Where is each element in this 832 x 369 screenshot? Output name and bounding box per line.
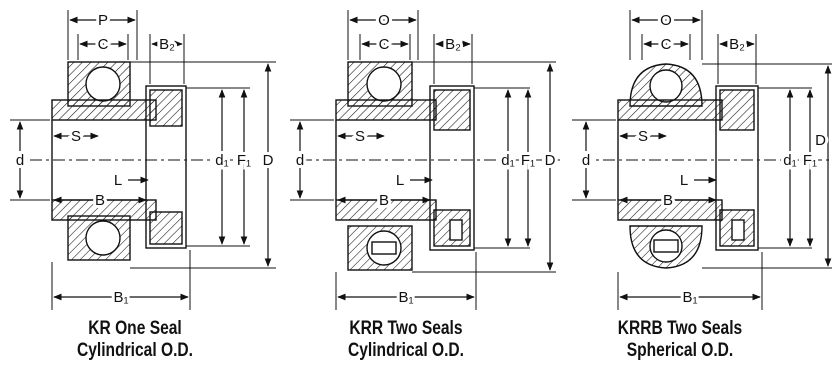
caption-krrb-line1: KRRB Two Seals — [617, 318, 743, 339]
drawing-kr — [10, 10, 276, 310]
krrb-dim-f1: F₁ — [803, 152, 817, 169]
kr-dim-l: L — [114, 172, 122, 189]
caption-krr-line2: Cylindrical O.D. — [347, 340, 465, 361]
drawing-krrb — [572, 10, 832, 310]
kr-dim-p: P — [98, 12, 108, 29]
krrb-dim-c: C — [661, 36, 672, 53]
caption-kr-line1: KR One Seal — [88, 318, 182, 339]
kr-dim-b2: B₂ — [159, 36, 175, 53]
kr-dim-f1: F₁ — [237, 152, 251, 169]
caption-krr: KRR Two Seals Cylindrical O.D. — [308, 318, 505, 362]
krrb-dim-b: B — [663, 192, 673, 209]
drawing-krr — [290, 10, 560, 310]
krr-dim-l: L — [396, 172, 404, 189]
kr-dim-b1: B₁ — [113, 289, 128, 306]
drawing-krrb-labels: O C B₂ S d L B d₁ F₁ D B₁ — [579, 9, 829, 309]
krr-dim-big-d: D — [545, 152, 556, 169]
caption-krrb-line2: Spherical O.D. — [626, 340, 734, 361]
caption-kr: KR One Seal Cylindrical O.D. — [37, 318, 234, 362]
krr-dim-b2: B₂ — [445, 36, 461, 53]
krrb-dim-o: O — [660, 12, 672, 29]
krrb-dim-d: d — [582, 152, 590, 169]
krr-dim-o: O — [378, 12, 390, 29]
kr-dim-c: C — [98, 36, 109, 53]
caption-kr-line2: Cylindrical O.D. — [76, 340, 194, 361]
kr-dim-d1: d₁ — [215, 152, 228, 169]
krr-dim-s: S — [355, 128, 365, 145]
drawing-kr-labels: P C B₂ S d L B d₁ F₁ D B₁ — [13, 9, 277, 309]
krrb-dim-big-d: D — [815, 132, 826, 149]
krr-dim-f1: F₁ — [521, 152, 535, 169]
kr-dim-d: d — [16, 152, 24, 169]
krr-dim-b1: B₁ — [398, 289, 413, 306]
krr-dim-d: d — [296, 152, 304, 169]
krrb-dim-d1: d₁ — [783, 152, 796, 169]
krrb-dim-l: L — [680, 172, 688, 189]
caption-krr-line1: KRR Two Seals — [349, 318, 463, 339]
krr-dim-d1: d₁ — [501, 152, 514, 169]
krr-dim-b: B — [379, 192, 389, 209]
krrb-dim-s: S — [638, 128, 648, 145]
krrb-dim-b2: B₂ — [729, 36, 745, 53]
caption-krrb: KRRB Two Seals Spherical O.D. — [582, 318, 779, 362]
krrb-dim-b1: B₁ — [682, 289, 697, 306]
kr-dim-big-d: D — [263, 152, 274, 169]
kr-dim-s: S — [71, 128, 81, 145]
kr-dim-b: B — [95, 192, 105, 209]
krr-dim-c: C — [379, 36, 390, 53]
drawing-krr-labels: O C B₂ S d L B d₁ F₁ D B₁ — [293, 9, 559, 309]
